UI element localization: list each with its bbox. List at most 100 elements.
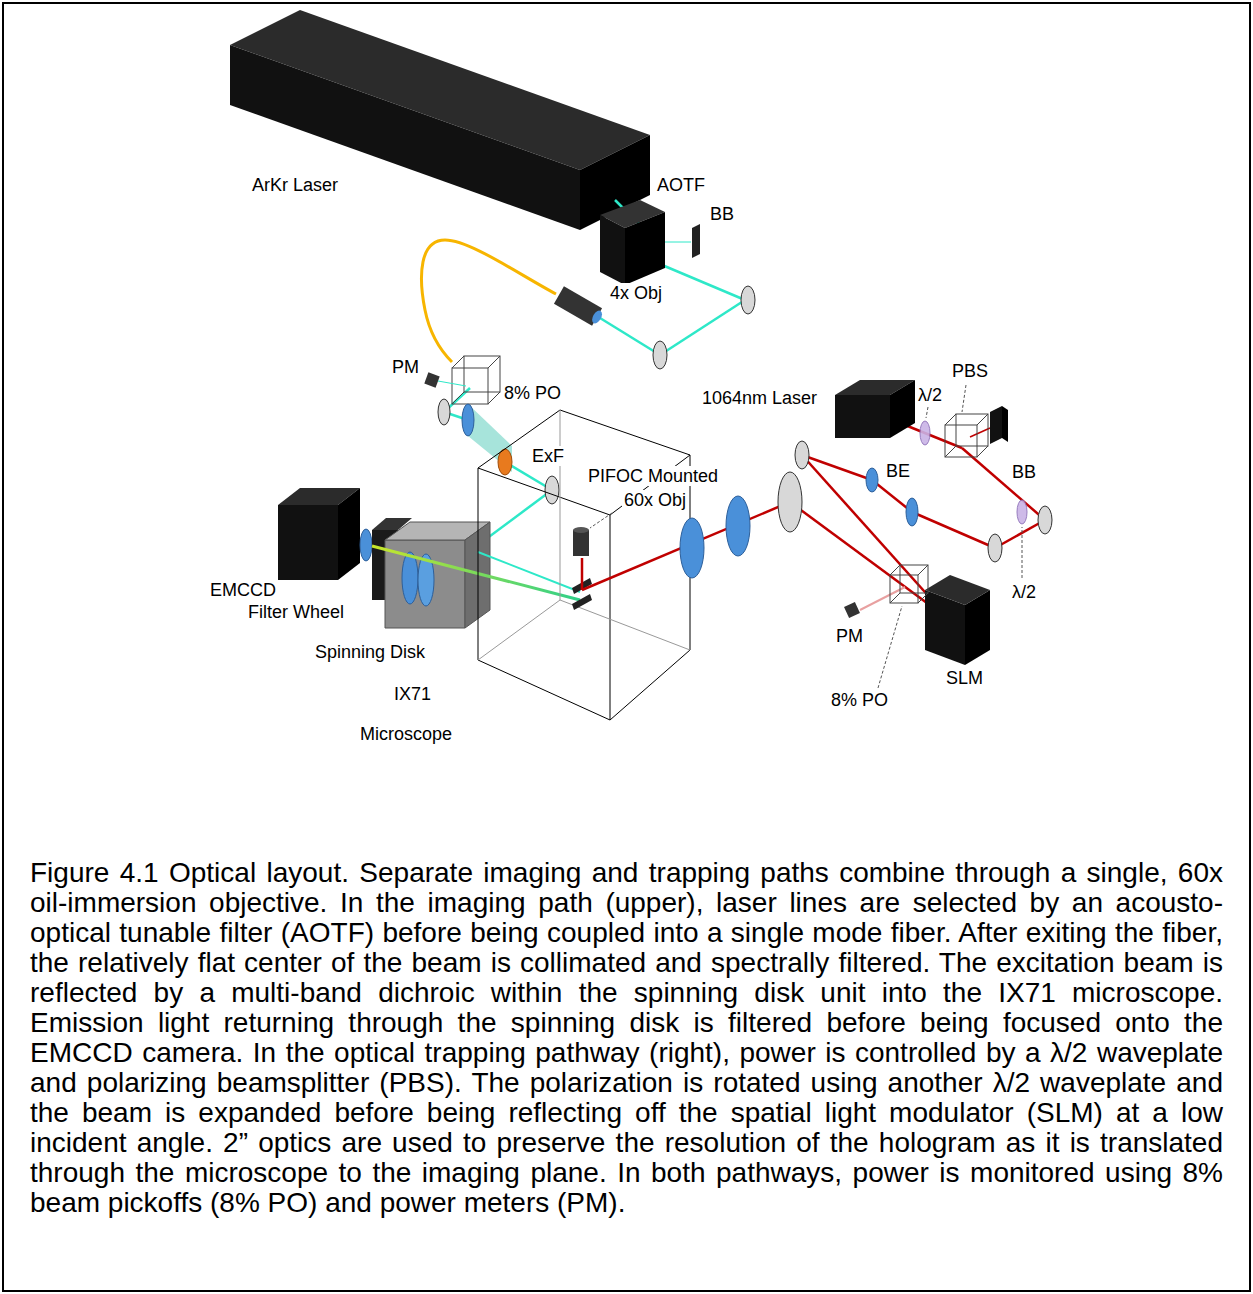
leader-line-part (878, 606, 902, 688)
beam-pickoff-cube-part (890, 593, 900, 603)
half-waveplate (920, 421, 930, 445)
laser-housing-part (230, 45, 580, 230)
power-meter (844, 602, 860, 618)
polarizing-beamsplitter-part (945, 414, 956, 425)
beam-expander-lens (866, 468, 878, 492)
beam-pickoff-cube-part (452, 392, 464, 404)
relay-lens (726, 496, 750, 556)
dichroic-mirror (572, 594, 592, 610)
microscope-body-part (560, 410, 561, 600)
objective-60x-part (573, 527, 589, 533)
part-label: BB (708, 204, 736, 224)
part-label: λ/2 (916, 385, 944, 405)
trapping-beam (582, 425, 1045, 620)
emission-beam (372, 546, 580, 600)
emccd-camera (278, 488, 360, 580)
polarizing-beamsplitter-part (945, 425, 977, 457)
leader-line-part (926, 407, 928, 418)
beam-pickoff-cube-part (900, 565, 928, 593)
trap-laser-housing-part (835, 395, 890, 438)
beam-pickoff-cube-part (452, 368, 488, 404)
spatial-light-modulator (925, 575, 990, 665)
aotf-crystal-part (625, 212, 665, 285)
objective-60x (573, 527, 589, 556)
excitation-beam-part (655, 262, 745, 300)
part-label: PM (390, 357, 421, 377)
mirror (795, 441, 809, 469)
half-waveplate (1017, 500, 1027, 524)
mirror (545, 476, 559, 504)
microscope-body-part (478, 410, 690, 515)
beam-pickoff-cube-part (488, 392, 500, 404)
power-meter (424, 372, 439, 387)
fiber-coupling-objective (554, 286, 606, 327)
microscope-body-part (610, 515, 611, 720)
beam-block (990, 406, 1008, 444)
mirror (988, 534, 1002, 562)
mirror (1038, 506, 1052, 534)
beam-pickoff-cube-part (890, 565, 900, 575)
part-label: AOTF (655, 175, 707, 195)
optical-fiber (422, 240, 556, 362)
polarizing-beamsplitter (945, 414, 988, 457)
trapping-beam-part (995, 520, 1045, 548)
trap-laser-housing-part (890, 380, 915, 438)
excitation-beam (478, 552, 580, 592)
excitation-beam (444, 200, 745, 545)
part-label: IX71 (392, 684, 433, 704)
part-label: SLM (944, 668, 985, 688)
beam-pickoff-cube-part (890, 575, 918, 603)
mirror (778, 472, 802, 532)
part-label: PBS (950, 361, 990, 381)
aotf-crystal (600, 200, 665, 285)
part-label: Microscope (358, 724, 454, 744)
leader-line (590, 513, 612, 528)
microscope-body-part (610, 650, 690, 720)
leader-line-part (962, 385, 966, 412)
beam-pickoff-cube-part (452, 356, 464, 368)
figure-caption: Figure 4.1 Optical layout. Separate imag… (30, 858, 1223, 1218)
part-label: 4x Obj (608, 283, 664, 303)
microscope-body (478, 410, 690, 720)
spinning-disk-unit (385, 522, 490, 628)
figure-frame (3, 3, 1250, 1291)
trapping-beam-part (962, 448, 1045, 520)
polarizing-beamsplitter-part (977, 414, 988, 425)
leader-line (878, 385, 1022, 688)
beam-pickoff-cube-part (464, 356, 500, 392)
microscope-body-part (478, 660, 610, 720)
beam-block-part (990, 406, 1002, 444)
emccd-camera-part (338, 488, 360, 580)
microscope-body-part (560, 600, 690, 650)
beam-block-part (1002, 406, 1008, 442)
part-label: λ/2 (1010, 582, 1038, 602)
beam-pickoff-cube (890, 565, 928, 603)
rejected-beam (970, 428, 990, 437)
part-label: Filter Wheel (246, 602, 346, 622)
emccd-camera-part (278, 505, 338, 580)
polarizing-beamsplitter-part (956, 414, 988, 446)
beam-pickoff-cube-part (918, 593, 928, 603)
beam-pickoff-cube-part (488, 356, 500, 368)
part-label: PIFOC Mounted (586, 466, 720, 486)
trapping-beam-part (905, 425, 962, 448)
polarizing-beamsplitter-part (977, 446, 988, 457)
beam-pickoff-cube (452, 356, 500, 404)
part-label: ExF (530, 446, 566, 466)
pickoff-beam (438, 381, 466, 386)
spinning-disk-unit-part (402, 552, 418, 604)
mirror (438, 399, 450, 425)
relay-lens (680, 518, 704, 578)
excitation-beam-part (600, 318, 660, 355)
part-label: 60x Obj (622, 490, 688, 510)
spatial-light-modulator-part (925, 575, 990, 605)
trap-laser-housing (835, 380, 915, 438)
part-label: Spinning Disk (313, 642, 427, 662)
pickoff-beam (860, 587, 905, 610)
excitation-beam-part (660, 300, 745, 355)
beam-expander-lens (906, 498, 918, 526)
microscope-body-part (478, 600, 560, 660)
part-label: PM (834, 626, 865, 646)
beam-pickoff-cube-part (918, 565, 928, 575)
microscope-body-part (478, 468, 479, 660)
